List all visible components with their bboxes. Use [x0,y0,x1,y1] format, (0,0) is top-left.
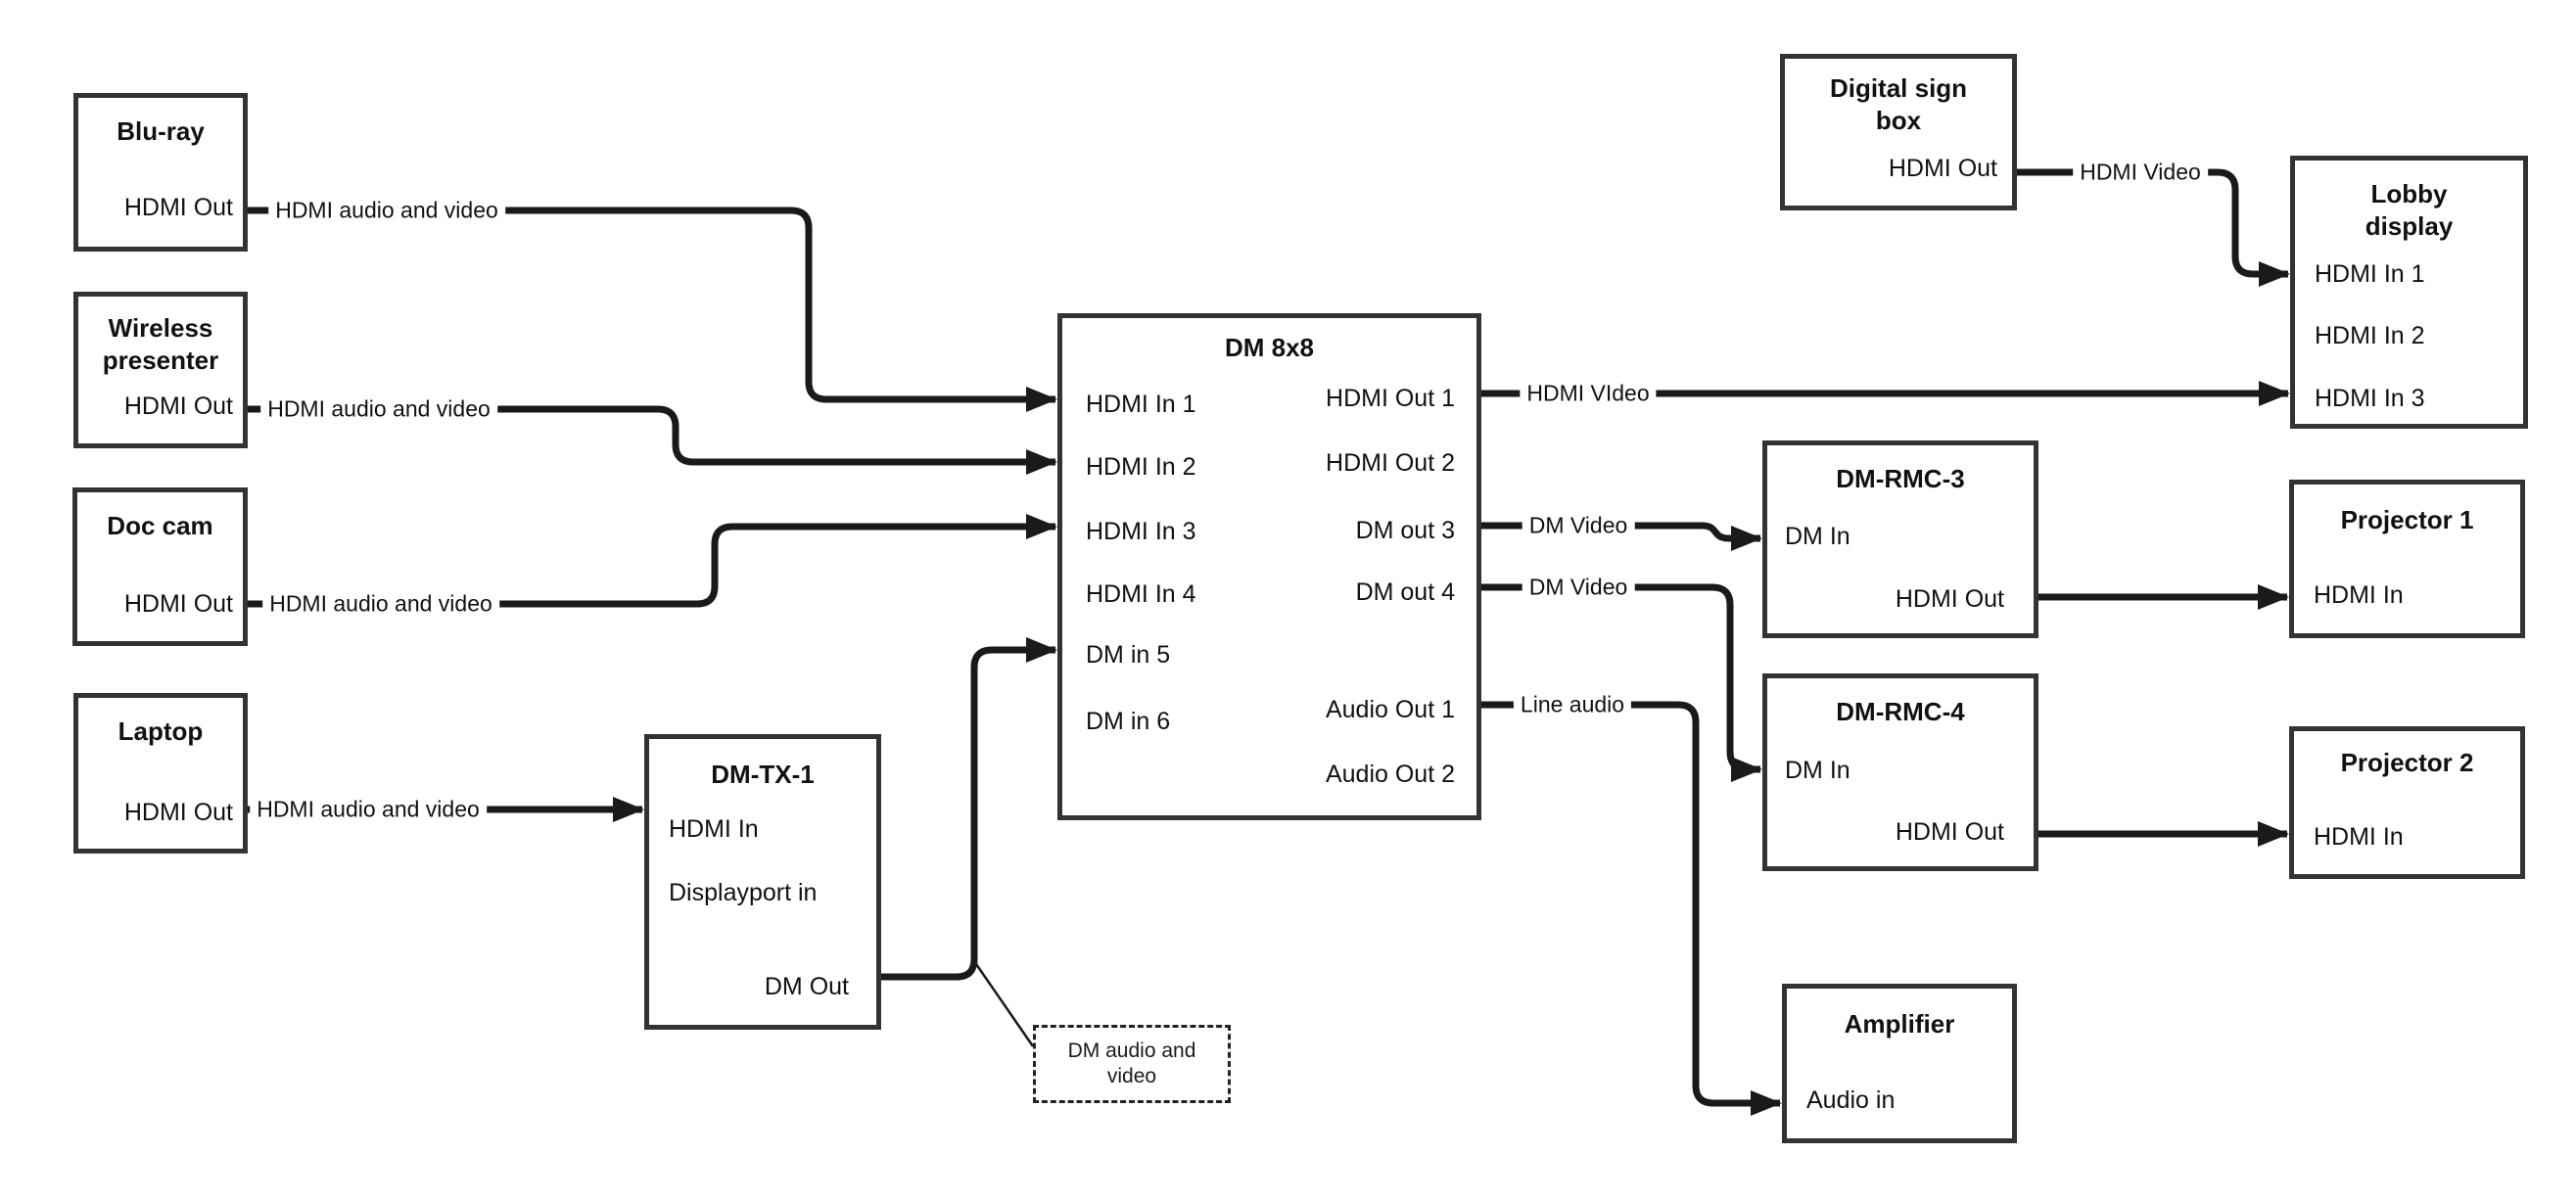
wire-dm8x8-audio1-to-amplifier [1481,701,1782,1116]
callout-text: DM audio and video [1067,1039,1196,1087]
wire-bluray-to-dm8x8-in1 [248,207,1057,412]
wire-dmtx1-to-dm8x8-in5 [881,637,1057,981]
port-hdmi-in: HDMI In [669,815,759,843]
port-dm-in-5: DM in 5 [1086,641,1171,669]
wire-label-line-audio: Line audio [1513,690,1632,719]
node-laptop: Laptop HDMI Out [73,693,248,854]
port-audio-out-1: Audio Out 1 [1325,696,1455,723]
wire-label-hdmi-video-sign: HDMI Video [2073,158,2208,187]
port-displayport-in: Displayport in [669,879,818,906]
wire-label-hdmi-av-bluray: HDMI audio and video [268,196,505,225]
node-dm-rmc-3: DM-RMC-3 DM In HDMI Out [1762,440,2038,638]
port-hdmi-out: HDMI Out [123,799,233,826]
port-dm-in-6: DM in 6 [1086,708,1171,735]
node-projector-2: Projector 2 HDMI In [2289,726,2525,879]
wire-label-dm-video-out4: DM Video [1522,573,1635,602]
wire-sign-to-lobby-in1 [2017,168,2290,287]
node-title: Lobby display [2365,179,2454,241]
wire-label-hdmi-av-doccam: HDMI audio and video [262,589,499,619]
port-hdmi-out-2: HDMI Out 2 [1326,449,1455,477]
node-dm-8x8: DM 8x8 HDMI In 1 HDMI In 2 HDMI In 3 HDM… [1057,313,1481,820]
port-hdmi-in-3: HDMI In 3 [2315,385,2425,412]
wire-doccam-to-dm8x8-in3 [248,514,1057,608]
node-blu-ray: Blu-ray HDMI Out [73,93,248,252]
node-doc-cam: Doc cam HDMI Out [72,487,248,646]
node-title: Projector 1 [2340,505,2474,534]
node-title: Amplifier [1844,1009,1955,1039]
node-digital-sign-box: Digital sign box HDMI Out [1780,54,2017,210]
port-hdmi-out: HDMI Out [1888,155,1997,182]
port-dm-out: DM Out [764,973,849,1000]
wire-dm8x8-out3-to-rmc3 [1481,522,1762,551]
node-wireless-presenter: Wireless presenter HDMI Out [73,292,248,448]
node-title: DM-TX-1 [711,760,815,789]
port-hdmi-out: HDMI Out [1895,585,2004,613]
node-title: Doc cam [107,511,213,540]
port-audio-out-2: Audio Out 2 [1325,761,1455,788]
node-title: Wireless presenter [102,313,219,375]
node-title: Laptop [117,716,204,746]
node-title: Digital sign box [1829,73,1968,135]
port-hdmi-in-3: HDMI In 3 [1086,518,1196,545]
port-audio-in: Audio in [1806,1086,1896,1114]
wire-wireless-to-dm8x8-in2 [248,405,1057,475]
wire-dm8x8-out4-to-rmc4 [1481,583,1762,782]
port-hdmi-in: HDMI In [2314,823,2404,851]
port-dm-in: DM In [1785,757,1850,784]
port-hdmi-in-4: HDMI In 4 [1086,580,1196,608]
callout-pointer-line [972,960,1035,1047]
node-title: DM 8x8 [1224,333,1315,362]
port-dm-out-3: DM out 3 [1355,517,1455,544]
node-dm-tx-1: DM-TX-1 HDMI In Displayport in DM Out [644,734,881,1030]
wire-label-hdmi-video-out1: HDMI VIdeo [1520,379,1657,408]
port-dm-out-4: DM out 4 [1355,578,1455,606]
port-hdmi-in-1: HDMI In 1 [2315,260,2425,288]
node-lobby-display: Lobby display HDMI In 1 HDMI In 2 HDMI I… [2290,156,2528,429]
node-projector-1: Projector 1 HDMI In [2289,480,2525,638]
port-hdmi-out: HDMI Out [1895,818,2004,846]
port-hdmi-out-1: HDMI Out 1 [1326,385,1455,412]
port-dm-in: DM In [1785,523,1850,550]
port-hdmi-in: HDMI In [2314,581,2404,609]
node-title: DM-RMC-4 [1836,697,1965,726]
wire-label-hdmi-av-wireless: HDMI audio and video [260,394,497,424]
port-hdmi-in-1: HDMI In 1 [1086,391,1196,418]
callout-dm-audio-video: DM audio and video [1033,1025,1231,1103]
port-hdmi-out: HDMI Out [123,194,233,221]
node-amplifier: Amplifier Audio in [1782,984,2017,1143]
port-hdmi-in-2: HDMI In 2 [2315,322,2425,349]
port-hdmi-in-2: HDMI In 2 [1086,453,1196,481]
node-dm-rmc-4: DM-RMC-4 DM In HDMI Out [1762,673,2038,871]
node-title: Projector 2 [2340,748,2474,777]
node-title: DM-RMC-3 [1836,464,1965,493]
wire-label-dm-video-out3: DM Video [1522,511,1635,540]
port-hdmi-out: HDMI Out [123,393,233,420]
wire-label-hdmi-av-laptop: HDMI audio and video [250,795,487,824]
port-hdmi-out: HDMI Out [123,590,233,618]
node-title: Blu-ray [117,116,205,146]
